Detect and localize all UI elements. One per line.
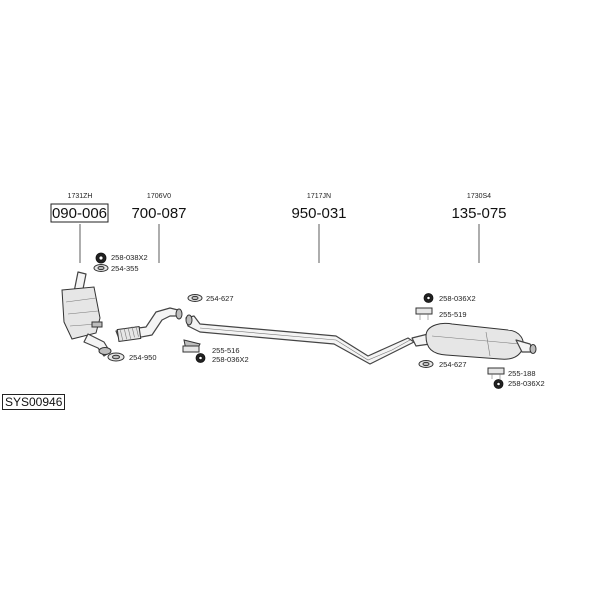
flex-section <box>116 325 142 343</box>
section-center-pipe-code[interactable]: 950-031 <box>291 205 346 222</box>
center-pipe-front-flange <box>185 314 193 326</box>
center-pipe-tube <box>185 315 415 365</box>
front-pipe[interactable] <box>115 307 183 343</box>
part-label: 258-038X2 <box>111 253 148 262</box>
rear-muffler-tailpipe-end <box>529 344 537 354</box>
catalyst-outlet-flange <box>98 347 112 355</box>
rubber-mount-icon <box>95 252 107 264</box>
section-front-pipe-code[interactable]: 700-087 <box>131 205 186 222</box>
rear-muffler[interactable] <box>411 322 537 360</box>
section-front-pipe-ref: 1706V0 <box>147 193 171 200</box>
section-rear-muffler-code[interactable]: 135-075 <box>451 205 506 222</box>
rear-muffler-body <box>425 322 524 360</box>
fitting-258-036x2-mid[interactable]: 258-036X2 <box>195 353 249 365</box>
catalyst-sensor-boss <box>91 321 103 328</box>
bracket-icon <box>487 367 505 375</box>
section-catalyst-ref: 1731ZH <box>68 193 93 200</box>
fitting-254-627-rear[interactable]: 254-627 <box>418 360 467 369</box>
fitting-254-627-front[interactable]: 254-627 <box>187 294 234 303</box>
section-center-pipe: 1717JN 950-031 <box>291 193 347 263</box>
fitting-255-188[interactable]: 255-188 <box>487 367 536 379</box>
rear-muffler-seams <box>431 331 521 357</box>
bracket-icon <box>415 307 433 315</box>
bracket-icon <box>182 345 200 353</box>
part-label: 254-627 <box>206 294 234 303</box>
fitting-258-038x2[interactable]: 258-038X2 <box>95 252 148 264</box>
fitting-254-950[interactable]: 254-950 <box>107 352 157 362</box>
front-pipe-flange <box>175 308 183 320</box>
section-center-pipe-ref: 1717JN <box>307 193 331 200</box>
rubber-mount-icon <box>493 379 504 389</box>
part-label: 254-355 <box>111 264 139 273</box>
catalytic-converter[interactable] <box>61 271 112 357</box>
center-pipe[interactable] <box>183 314 415 365</box>
part-label: 255-516 <box>212 346 240 355</box>
section-catalyst: 1731ZH 090-006 <box>50 193 109 263</box>
part-label: 258-036X2 <box>508 379 545 388</box>
part-label: 255-188 <box>508 369 536 378</box>
fitting-258-036x2-rear[interactable]: 258-036X2 <box>493 379 545 389</box>
fitting-254-355[interactable]: 254-355 <box>93 264 139 273</box>
part-label: 254-627 <box>439 360 467 369</box>
part-label: 255-519 <box>439 310 467 319</box>
rubber-mount-icon <box>195 353 206 363</box>
fitting-258-036x2-top[interactable]: 258-036X2 <box>423 293 476 304</box>
rubber-mount-icon <box>423 293 434 303</box>
section-rear-muffler: 1730S4 135-075 <box>451 193 507 263</box>
part-label: 258-036X2 <box>439 294 476 303</box>
section-catalyst-frame <box>50 203 109 223</box>
section-front-pipe: 1706V0 700-087 <box>131 193 187 263</box>
fitting-255-519[interactable]: 255-519 <box>415 307 467 320</box>
part-label: 258-036X2 <box>212 355 249 364</box>
section-rear-muffler-ref: 1730S4 <box>467 193 491 200</box>
section-catalyst-code[interactable]: 090-006 <box>52 205 107 222</box>
system-code-label: SYS00946 <box>2 394 66 410</box>
part-label: 254-950 <box>129 353 157 362</box>
center-pipe-highlight <box>199 327 411 361</box>
fitting-255-516[interactable]: 255-516 <box>182 345 240 355</box>
